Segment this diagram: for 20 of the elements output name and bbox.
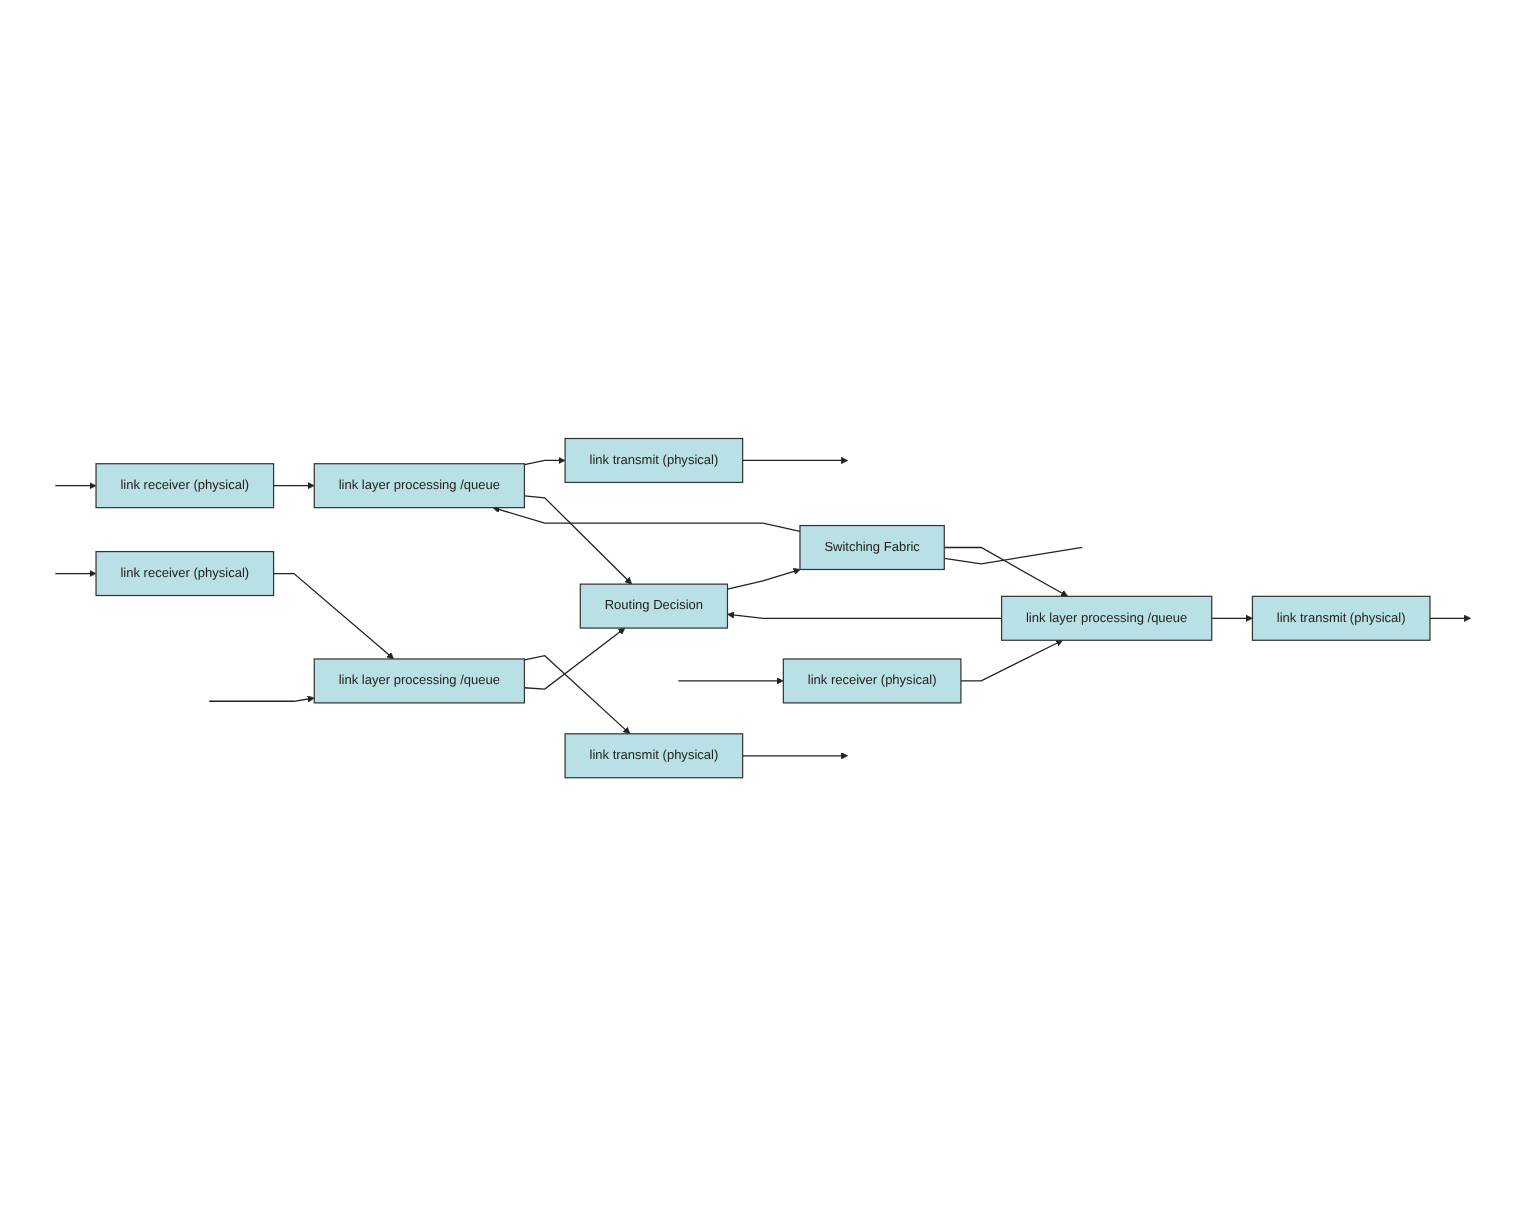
arrow bbox=[943, 546, 1069, 597]
arrow bbox=[677, 677, 784, 685]
arrow bbox=[523, 456, 566, 466]
arrow bbox=[523, 627, 626, 690]
arrow bbox=[208, 695, 315, 703]
arrow bbox=[54, 569, 97, 577]
connector bbox=[943, 546, 1083, 565]
arrow bbox=[742, 752, 849, 760]
arrow bbox=[727, 611, 1003, 619]
arrow bbox=[523, 495, 633, 585]
arrow bbox=[742, 456, 849, 464]
arrow bbox=[960, 639, 1063, 682]
arrow bbox=[1211, 614, 1253, 622]
arrow bbox=[726, 567, 801, 590]
arrow bbox=[1429, 614, 1471, 622]
arrow bbox=[54, 482, 97, 490]
arrow bbox=[523, 654, 631, 734]
arrow bbox=[272, 572, 394, 660]
arrow bbox=[492, 505, 801, 532]
arrow bbox=[272, 482, 315, 490]
